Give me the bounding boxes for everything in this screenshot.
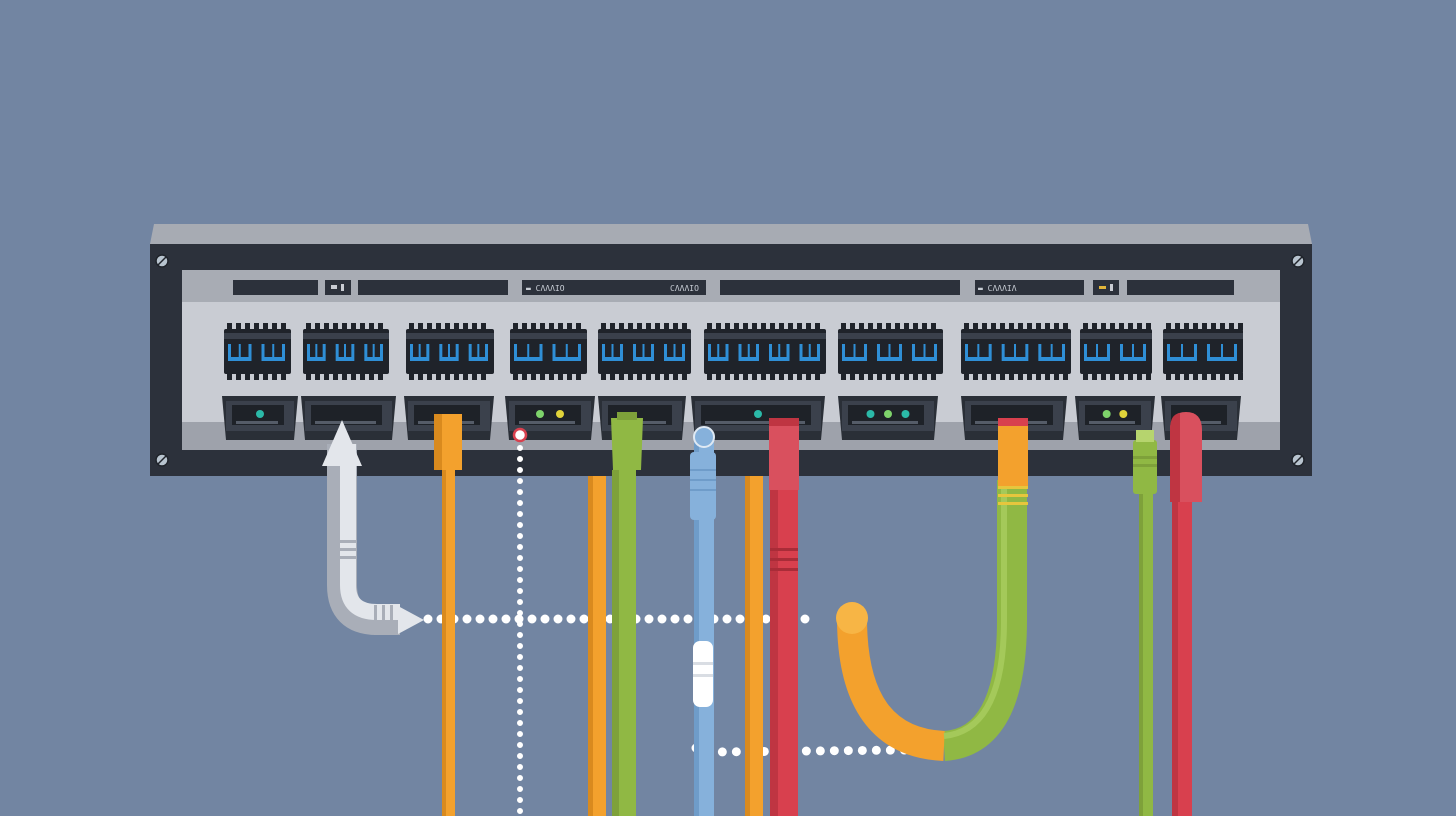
- screw-icon: [1291, 453, 1305, 467]
- cables: [322, 412, 1202, 816]
- screw-icon: [1291, 254, 1305, 268]
- label-box: [325, 280, 351, 295]
- port-group[interactable]: [961, 323, 1071, 380]
- port-group[interactable]: [838, 323, 943, 380]
- screw-icon: [155, 254, 169, 268]
- port-module[interactable]: [838, 396, 938, 440]
- port-module[interactable]: [505, 396, 595, 440]
- dotted-path-start-icon: [512, 427, 528, 443]
- label-box: [358, 280, 508, 295]
- status-led: [556, 410, 564, 418]
- status-led: [1119, 410, 1128, 418]
- ethernet-port[interactable]: [224, 329, 291, 374]
- status-led: [866, 410, 875, 418]
- label-box: [522, 280, 706, 295]
- label-strip: ▬ CΛΛΛΙΟ CΛΛΛΙΟ ▬ CΛΛΛΙΛ: [233, 280, 1234, 295]
- status-led: [256, 410, 264, 418]
- port-window: [410, 344, 430, 361]
- label-box: [975, 280, 1084, 295]
- cable-shade: [588, 476, 593, 816]
- orange-cable-3: [745, 476, 763, 816]
- blue-cable: [690, 426, 716, 816]
- green-cable-1: [611, 412, 643, 816]
- arrow-right-icon: [398, 606, 424, 634]
- screw-icon: [155, 453, 169, 467]
- lower-module-row: [222, 396, 1241, 440]
- orange-cable-1: [434, 414, 462, 816]
- port-label-text: ▬ CΛΛΛΙΛ: [978, 284, 1017, 293]
- cable-end-cap: [836, 602, 868, 634]
- ethernet-port[interactable]: [1163, 329, 1243, 374]
- port-window: [335, 344, 355, 361]
- label-box: [1127, 280, 1234, 295]
- port-group[interactable]: [406, 323, 494, 380]
- red-cable-1: [769, 418, 799, 816]
- orange-green-loop-cable: [836, 418, 1028, 761]
- port-group[interactable]: [510, 323, 587, 380]
- green-cable-2: [1133, 430, 1157, 816]
- red-cable-2: [1170, 412, 1202, 816]
- port-window: [468, 344, 488, 361]
- port-window: [307, 344, 326, 361]
- status-led: [754, 410, 762, 418]
- port-group[interactable]: [224, 323, 291, 380]
- status-led: [536, 410, 544, 418]
- port-group[interactable]: [598, 323, 691, 380]
- white-cable-with-arrow: [322, 420, 424, 635]
- small-icon: [1099, 286, 1106, 289]
- status-led: [901, 410, 910, 418]
- port-module[interactable]: [1075, 396, 1155, 440]
- ethernet-port[interactable]: [704, 329, 826, 374]
- small-icon: [1110, 284, 1113, 291]
- port-group[interactable]: [1080, 323, 1152, 380]
- switch-top-face: [150, 224, 1312, 244]
- arrow-up-icon: [322, 420, 362, 466]
- status-led: [884, 410, 892, 418]
- port-group[interactable]: [303, 323, 389, 380]
- port-group[interactable]: [1163, 323, 1243, 380]
- label-box: [233, 280, 318, 295]
- port-group[interactable]: [704, 323, 826, 380]
- port-label-text: CΛΛΛΙΟ: [670, 284, 699, 293]
- port-window: [439, 344, 459, 361]
- status-led: [1102, 410, 1111, 418]
- port-module[interactable]: [301, 396, 396, 440]
- port-module[interactable]: [222, 396, 298, 440]
- label-box: [720, 280, 960, 295]
- port-window: [364, 344, 383, 361]
- ethernet-port[interactable]: [1080, 329, 1152, 374]
- port-row: [224, 323, 1243, 380]
- small-icon: [331, 285, 337, 289]
- port-label-text: ▬ CΛΛΛΙΟ: [526, 284, 565, 293]
- ethernet-port[interactable]: [510, 329, 587, 374]
- small-icon: [341, 284, 344, 291]
